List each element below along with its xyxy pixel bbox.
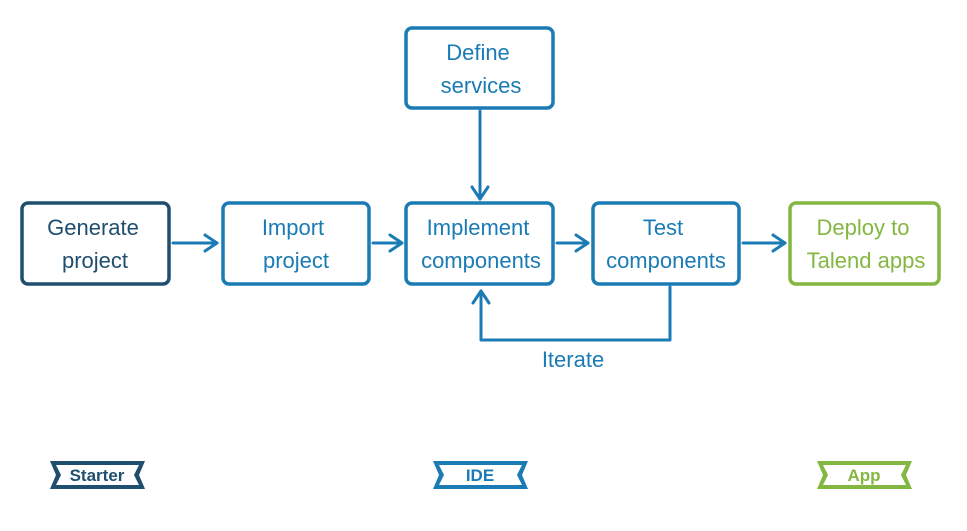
arrowhead-icon: [574, 233, 590, 253]
node-implement-box: [404, 201, 555, 286]
tag-app-label: App: [847, 466, 880, 485]
ribbon-starter-inner: [56, 465, 139, 485]
tag-starter: Starter: [50, 461, 145, 489]
edge-test-to-deploy: [741, 233, 787, 253]
ribbon-ide-inner: [439, 465, 522, 485]
arrowhead-icon: [470, 185, 490, 201]
node-define-services: Define services: [404, 26, 555, 110]
tag-starter-label: Starter: [70, 466, 125, 485]
node-deploy-talend-apps: Deploy to Talend apps: [788, 201, 941, 286]
node-deploy-box: [788, 201, 941, 286]
node-test-box: [591, 201, 741, 286]
node-test-line1: Test: [643, 215, 683, 240]
node-deploy-line2: Talend apps: [807, 248, 926, 273]
edge-iterate-line: [479, 285, 672, 342]
edge-test-iterate-implement: [471, 285, 672, 342]
node-test-line2: components: [606, 248, 726, 273]
node-define-line2: services: [441, 73, 522, 98]
node-implement-line2: components: [421, 248, 541, 273]
edge-define-to-implement: [470, 109, 490, 201]
arrowhead-icon: [471, 289, 491, 305]
edge-iterate-label: Iterate: [542, 347, 604, 372]
edge-import-to-implement: [371, 233, 404, 253]
node-generate-line1: Generate: [47, 215, 139, 240]
node-test-components: Test components: [591, 201, 741, 286]
node-deploy-line1: Deploy to: [817, 215, 910, 240]
node-define-box: [404, 26, 555, 110]
edge-implement-to-test: [555, 233, 590, 253]
node-import-line1: Import: [262, 215, 324, 240]
node-generate-line2: project: [62, 248, 128, 273]
arrowhead-icon: [203, 233, 219, 253]
tag-app: App: [817, 461, 912, 489]
node-import-box: [221, 201, 371, 286]
node-generate-project: Generate project: [20, 201, 171, 286]
node-import-project: Import project: [221, 201, 371, 286]
edge-generate-to-import: [171, 233, 219, 253]
arrowhead-icon: [771, 233, 787, 253]
arrowhead-icon: [388, 233, 404, 253]
tag-ide-label: IDE: [466, 466, 494, 485]
tag-ide: IDE: [433, 461, 528, 489]
node-generate-box: [20, 201, 171, 286]
node-implement-components: Implement components: [404, 201, 555, 286]
node-define-line1: Define: [446, 40, 510, 65]
node-import-line2: project: [263, 248, 329, 273]
node-implement-line1: Implement: [427, 215, 530, 240]
ribbon-app-inner: [823, 465, 906, 485]
